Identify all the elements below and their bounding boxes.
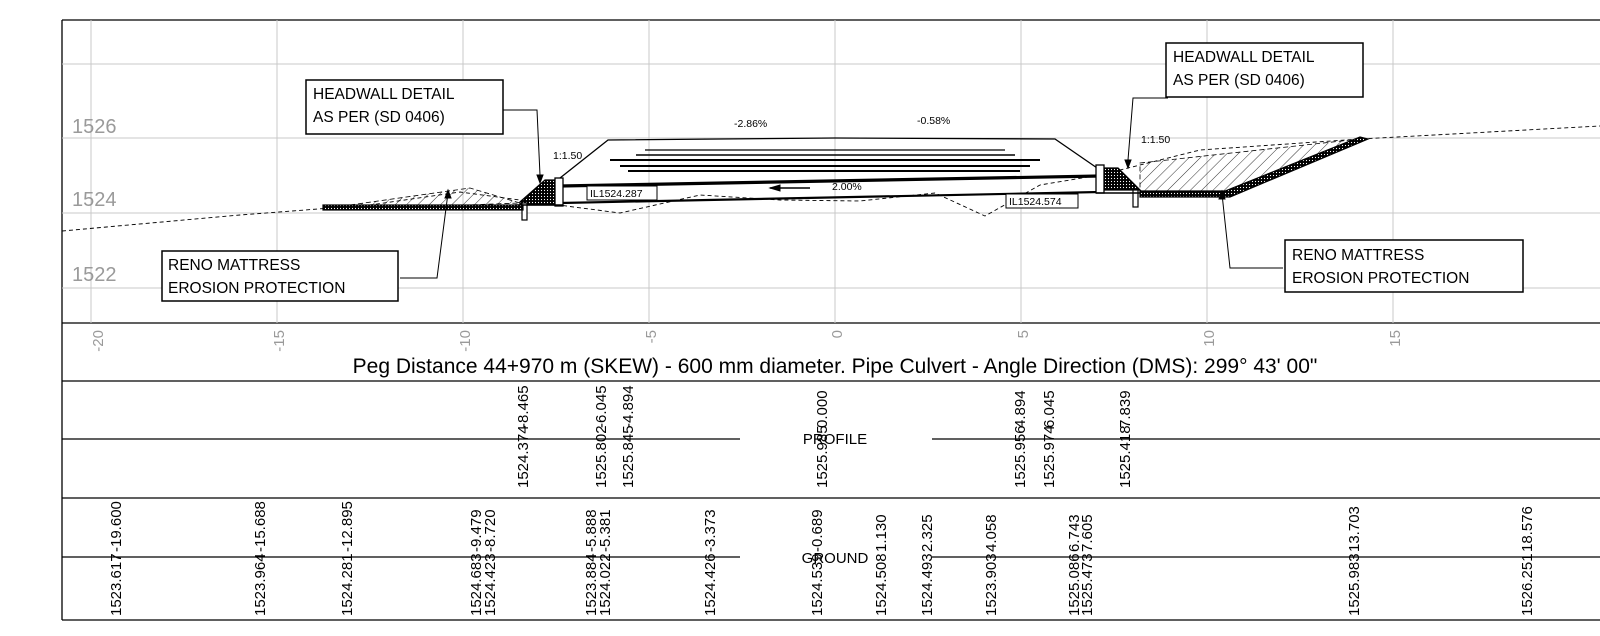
- invert-level-text: IL1524.287: [590, 188, 643, 200]
- invert-level-text: IL1524.574: [1009, 196, 1062, 208]
- ground-level-value: 1523.617: [108, 553, 125, 616]
- ground-level-value: 1524.281: [339, 553, 356, 616]
- ground-level-value: 1525.983: [1346, 553, 1363, 616]
- ground-level-value: 1523.903: [983, 553, 1000, 616]
- headwall-right: [1095, 164, 1145, 208]
- fill-hatching: [349, 138, 1361, 207]
- ground-level-value: 1524.539: [809, 553, 826, 616]
- note-reno-left: RENO MATTRESS EROSION PROTECTION: [161, 250, 399, 302]
- x-axis-ticks: -20 -15 -10 -5 0 5 10 15: [90, 330, 1404, 352]
- ground-level-value: 1524.493: [919, 553, 936, 616]
- note-headwall-left: HEADWALL DETAIL AS PER (SD 0406): [305, 79, 504, 135]
- ground-level-value: 1523.884: [583, 553, 600, 616]
- profile-level-value: 1525.802: [593, 425, 610, 488]
- table-lines: [62, 438, 1600, 558]
- ground-level-value: 1523.964: [252, 553, 269, 616]
- slope-label-left: -2.86%: [734, 118, 767, 130]
- profile-level-value: 1525.956: [1012, 425, 1029, 488]
- profile-offset-value: -8.465: [515, 385, 532, 428]
- road-embankment: [559, 137, 1101, 179]
- x-tick: -5: [643, 330, 660, 343]
- y-axis-label-1524: 1524: [72, 189, 117, 211]
- ground-level-value: 1525.086: [1066, 553, 1083, 616]
- profile-offset-value: 0.000: [814, 390, 831, 428]
- x-tick: 5: [1015, 330, 1032, 338]
- x-tick: 15: [1387, 330, 1404, 347]
- x-tick: -10: [457, 330, 474, 352]
- x-tick: -20: [90, 330, 107, 352]
- ground-offset-value: -19.600: [108, 501, 125, 552]
- ground-offset-value: 2.325: [919, 514, 936, 552]
- natural-ground-line: [61, 125, 1600, 232]
- ground-offset-value: -9.479: [468, 509, 485, 552]
- ground-offset-value: -5.888: [583, 509, 600, 552]
- ground-offset-value: 4.058: [983, 514, 1000, 552]
- ground-offset-value: 13.703: [1346, 506, 1363, 552]
- ground-level-value: 1524.508: [873, 553, 890, 616]
- ground-offset-value: -8.720: [482, 509, 499, 552]
- ground-row-label: GROUND: [802, 550, 869, 567]
- ground-levels: 1523.617 1523.964 1524.281 1524.6831524.423…: [108, 553, 1536, 616]
- note-reno-right: RENO MATTRESS EROSION PROTECTION: [1284, 239, 1524, 293]
- profile-offset-value: 4.894: [1012, 390, 1029, 428]
- ground-offset-value: -5.381: [597, 509, 614, 552]
- profile-offset-value: 7.839: [1117, 390, 1134, 428]
- reno-mattress-right: [1139, 136, 1370, 198]
- ground-offset-value: 7.605: [1079, 514, 1096, 552]
- leader-lines: [400, 97, 1283, 279]
- ground-offset-value: 1.130: [873, 514, 890, 552]
- profile-offsets: -8.465 -6.045 -4.894 0.000 4.894 6.045 7.839: [515, 385, 1134, 428]
- ground-offset-value: -3.373: [702, 509, 719, 552]
- ground-level-value: 1524.683: [468, 553, 485, 616]
- ground-offset-value: -15.688: [252, 501, 269, 552]
- batter-label-left: 1:1.50: [553, 150, 582, 162]
- ground-level-value: 1524.022: [597, 553, 614, 616]
- ground-level-value: 1526.251: [1519, 553, 1536, 616]
- profile-level-value: 1525.974: [1041, 425, 1058, 488]
- x-tick: -15: [271, 330, 288, 352]
- invert-level-left: IL1524.287: [586, 185, 658, 201]
- profile-row-label: PROFILE: [803, 431, 867, 448]
- drawing-frame: [61, 19, 1600, 621]
- section-title: Peg Distance 44+970 m (SKEW) - 600 mm di…: [353, 355, 1318, 378]
- ground-level-value: 1524.426: [702, 553, 719, 616]
- note-line: AS PER (SD 0406): [1173, 72, 1305, 89]
- x-tick: 10: [1201, 330, 1218, 347]
- invert-level-right: IL1524.574: [1005, 193, 1079, 209]
- slope-label-right: -0.58%: [917, 115, 950, 127]
- ground-level-value: 1525.473: [1079, 553, 1096, 616]
- note-line: HEADWALL DETAIL: [1173, 49, 1315, 66]
- note-line: RENO MATTRESS: [1292, 247, 1424, 264]
- profile-offset-value: 6.045: [1041, 390, 1058, 428]
- pipe-grade-label: 2.00%: [832, 181, 862, 193]
- x-tick: 0: [829, 330, 846, 338]
- note-line: EROSION PROTECTION: [1292, 270, 1469, 287]
- profile-level-value: 1524.374: [515, 425, 532, 488]
- ground-offset-value: -12.895: [339, 501, 356, 552]
- reno-mattress-left: [322, 204, 524, 211]
- profile-level-value: 1525.985: [814, 425, 831, 488]
- note-line: HEADWALL DETAIL: [313, 86, 455, 103]
- profile-levels: 1524.374 1525.802 1525.845 1525.985 1525.956…: [515, 425, 1134, 488]
- ground-offset-value: 6.743: [1066, 514, 1083, 552]
- profile-offset-value: -4.894: [620, 385, 637, 428]
- note-line: EROSION PROTECTION: [168, 280, 345, 297]
- note-line: AS PER (SD 0406): [313, 109, 445, 126]
- y-axis-label-1522: 1522: [72, 264, 117, 286]
- y-axis-label-1526: 1526: [72, 116, 117, 138]
- profile-level-value: 1525.418: [1117, 425, 1134, 488]
- headwall-left: [515, 177, 564, 221]
- profile-offset-value: -6.045: [593, 385, 610, 428]
- ground-offset-value: 18.576: [1519, 506, 1536, 552]
- batter-label-right: 1:1.50: [1141, 134, 1170, 146]
- ground-level-value: 1524.423: [482, 553, 499, 616]
- ground-offsets: -19.600-15.688-12.895-9.479-8.720-5.888-…: [108, 501, 1536, 552]
- note-headwall-right: HEADWALL DETAIL AS PER (SD 0406): [1165, 42, 1364, 98]
- note-line: RENO MATTRESS: [168, 257, 300, 274]
- ground-offset-value: -0.689: [809, 509, 826, 552]
- profile-level-value: 1525.845: [620, 425, 637, 488]
